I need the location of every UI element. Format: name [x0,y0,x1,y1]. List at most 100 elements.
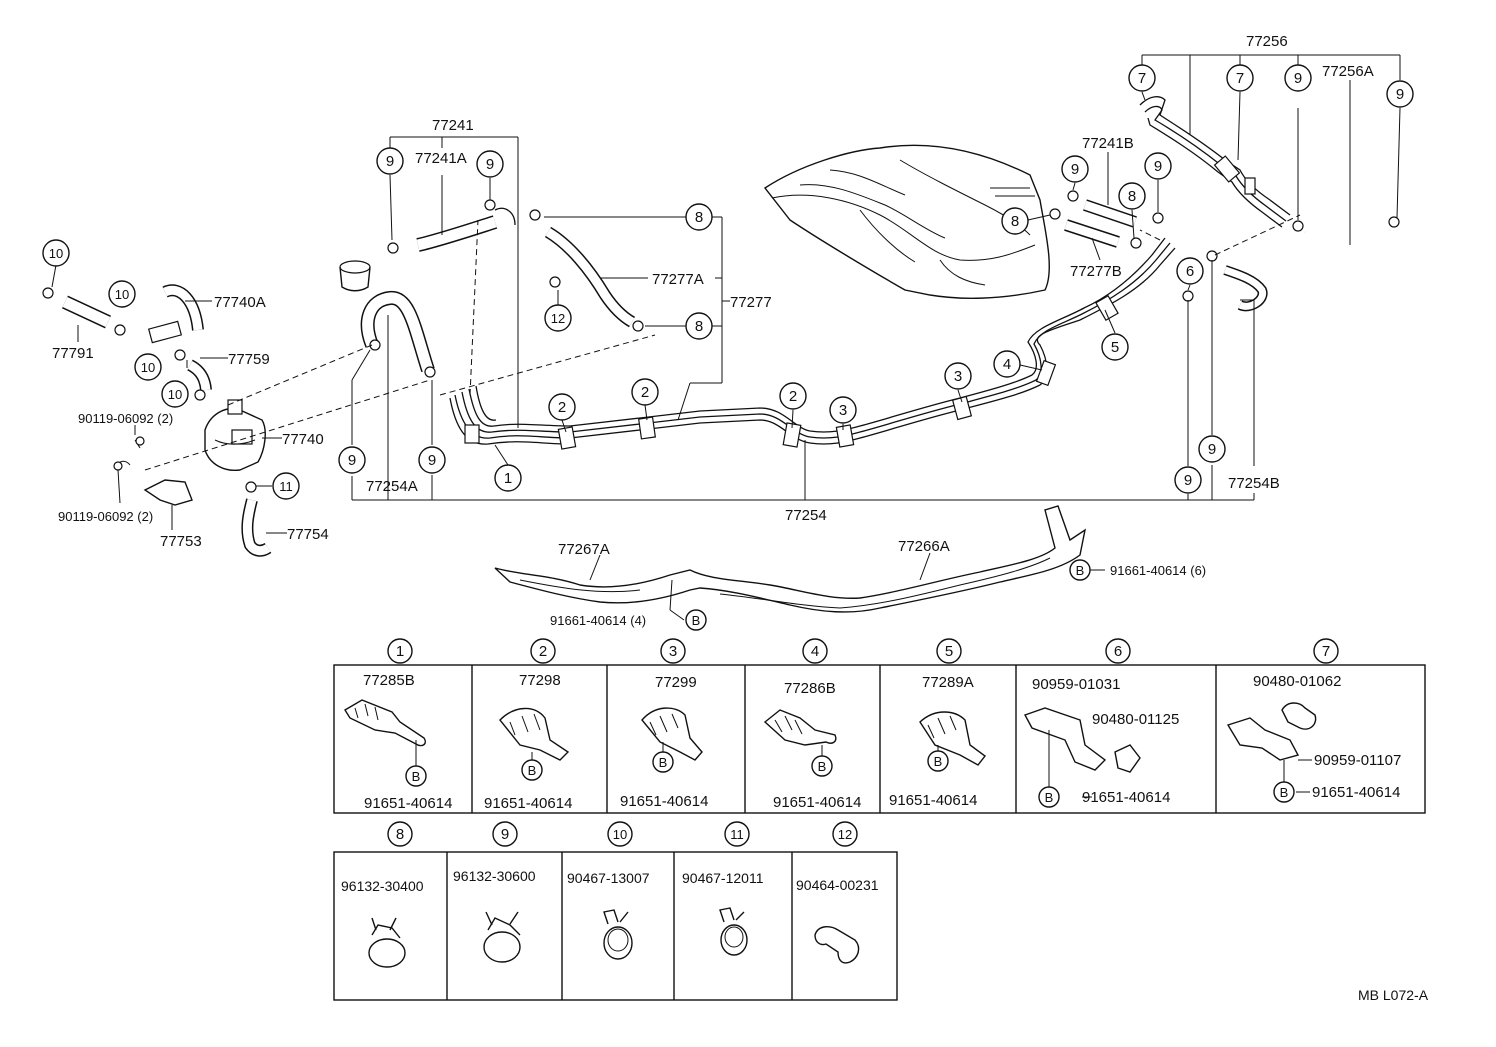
callout-9g: 9 [1061,155,1089,183]
callout-8a: 8 [685,203,713,231]
svg-text:9: 9 [1396,86,1404,103]
svg-text:8: 8 [1128,188,1136,205]
callout-B-a: B [1069,559,1091,581]
svg-text:B: B [692,613,701,628]
fuel-pipe-77256 [1139,96,1291,228]
detail-bolt-3: 91651-40614 [620,793,708,810]
label-77277A: 77277A [652,271,704,288]
part-labels: 77256 77256A 77241 77241A 77241B 77277 7… [52,33,1374,628]
dashed-routing-lines [144,214,1301,471]
callout-B-b: B [685,609,707,631]
detail-bolt-7: 91651-40614 [1312,784,1400,801]
detail-num-6: 6 [1105,638,1131,664]
svg-text:8: 8 [1011,213,1019,230]
detail-bolt-1: 91651-40614 [364,795,452,812]
svg-text:9: 9 [348,452,356,469]
bracket-77267A-77266A [494,505,1087,613]
callout-8b: 8 [685,312,713,340]
b-marker-6: B [1038,786,1060,808]
callout-9b: 9 [1386,80,1414,108]
detail-part-3: 77299 [655,674,697,691]
label-bolt-upper: 90119-06092 (2) [78,411,173,426]
label-77266A: 77266A [898,538,950,555]
callout-7a: 7 [1128,64,1156,92]
detail-part-7b: 90959-01107 [1314,752,1401,769]
svg-text:3: 3 [954,368,962,385]
callout-9j: 9 [1174,466,1202,494]
detail-part-7: 90480-01062 [1253,673,1341,690]
callout-circles: 7 7 9 9 9 9 8 8 12 10 10 10 10 11 9 9 1 … [42,64,1414,631]
svg-text:B: B [1280,785,1289,800]
svg-text:6: 6 [1186,263,1194,280]
label-77277B: 77277B [1070,263,1122,280]
svg-text:B: B [1045,790,1054,805]
svg-text:B: B [1076,563,1085,578]
detail-num-4: 4 [802,638,828,664]
svg-text:9: 9 [501,826,509,843]
svg-text:2: 2 [539,643,547,660]
svg-text:11: 11 [730,827,744,842]
svg-text:8: 8 [695,318,703,335]
label-77256: 77256 [1246,33,1288,50]
detail-num-5: 5 [936,638,962,664]
label-bolt-b6: 91661-40614 (6) [1110,563,1206,578]
detail-num-2: 2 [530,638,556,664]
svg-text:9: 9 [1154,158,1162,175]
label-77254A: 77254A [366,478,418,495]
label-bolt-b4: 91661-40614 (4) [550,613,646,628]
svg-text:B: B [528,763,537,778]
svg-text:10: 10 [141,360,155,375]
svg-text:10: 10 [49,246,63,261]
callout-9h: 9 [1144,152,1172,180]
label-77241: 77241 [432,117,474,134]
callout-9i: 9 [1198,435,1226,463]
detail-part-5: 77289A [922,674,974,691]
label-77754: 77754 [287,526,329,543]
diagram-code: MB L072-A [1358,987,1429,1003]
svg-text:9: 9 [386,153,394,170]
b-marker-4: B [811,755,833,777]
svg-text:5: 5 [1111,339,1119,356]
label-77740: 77740 [282,431,324,448]
detail-num-10: 10 [607,821,633,847]
detail-bolt-4: 91651-40614 [773,794,861,811]
pipe-clamp-icon [344,699,1317,798]
svg-text:9: 9 [1208,441,1216,458]
svg-text:10: 10 [168,387,182,402]
svg-text:B: B [659,755,668,770]
callout-4: 4 [993,350,1021,378]
detail-part-1: 77285B [363,672,415,689]
detail-num-1: 1 [387,638,413,664]
label-77256A: 77256A [1322,63,1374,80]
label-77791: 77791 [52,345,94,362]
svg-text:6: 6 [1114,643,1122,660]
svg-text:5: 5 [945,643,953,660]
svg-text:9: 9 [1071,161,1079,178]
charcoal-canister-icon [339,260,371,292]
svg-text:9: 9 [428,452,436,469]
callout-9a: 9 [1284,64,1312,92]
callout-10d: 10 [161,380,189,408]
detail-part-11: 90467-12011 [682,870,764,886]
detail-table-row1: 1 2 3 4 5 6 7 77285B 77298 77299 77286B … [333,638,1426,814]
detail-num-3: 3 [660,638,686,664]
svg-text:12: 12 [551,311,565,326]
callout-8d: 8 [1001,207,1029,235]
fuel-tank-icon [763,144,1050,299]
detail-num-8: 8 [387,821,413,847]
callout-3a: 3 [829,396,857,424]
label-77241A: 77241A [415,150,467,167]
svg-text:1: 1 [504,470,512,487]
svg-text:4: 4 [1003,356,1011,373]
callout-3b: 3 [944,362,972,390]
leader-lines [51,54,1401,621]
fuel-pipe-77254 [449,237,1176,445]
detail-num-9: 9 [492,821,518,847]
callout-9d: 9 [476,150,504,178]
svg-text:9: 9 [486,156,494,173]
hose-clamp-icon [368,907,860,968]
label-77267A: 77267A [558,541,610,558]
detail-part-9: 96132-30600 [453,868,536,884]
svg-text:9: 9 [1184,472,1192,489]
